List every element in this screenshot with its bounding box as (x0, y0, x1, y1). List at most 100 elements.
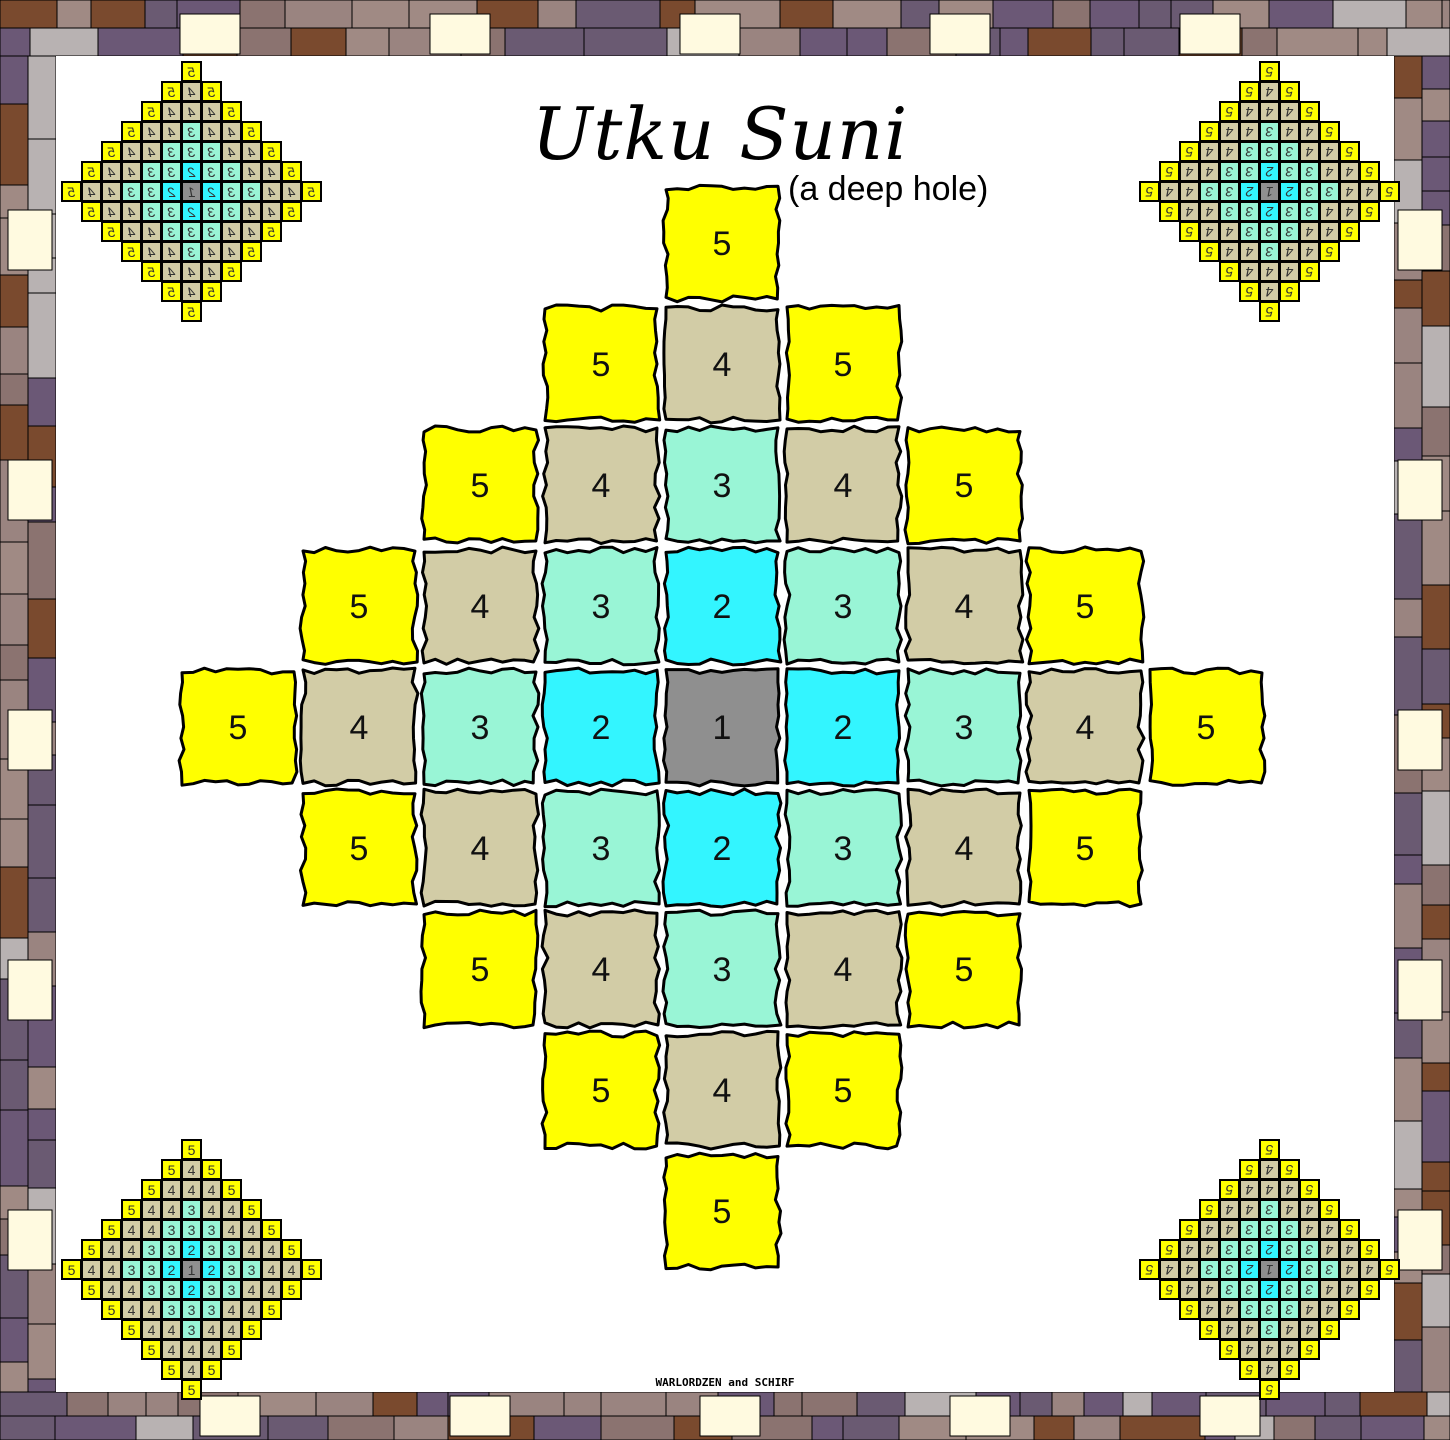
pit-tile-level-5[interactable]: 5 (542, 1031, 660, 1149)
pit-tile-level-3[interactable]: 3 (663, 910, 781, 1028)
pit-tile-level-4[interactable]: 4 (421, 789, 538, 906)
border-brick (1394, 308, 1422, 363)
mini-cell-label: 4 (1225, 124, 1233, 140)
pit-tile-level-5[interactable]: 5 (1028, 789, 1142, 907)
mini-cell-label: 4 (147, 244, 155, 260)
border-brick (146, 1392, 178, 1416)
mini-cell-label: 4 (1345, 204, 1353, 220)
mini-cell-level-3: 3 (1260, 1220, 1279, 1239)
pit-tile-level-5[interactable]: 5 (664, 1153, 781, 1270)
mini-cell-level-4: 4 (142, 222, 161, 241)
mini-cell-label: 5 (187, 64, 195, 80)
mini-cell-label: 4 (1205, 164, 1213, 180)
mini-cell-level-3: 3 (1240, 142, 1259, 161)
pit-tile-level-3[interactable]: 3 (905, 669, 1021, 786)
border-brick (0, 275, 28, 327)
pit-tile-level-5[interactable]: 5 (663, 185, 780, 302)
pit-tile-level-3[interactable]: 3 (664, 426, 780, 543)
border-brick (1333, 0, 1406, 28)
pit-tile-level-4[interactable]: 4 (906, 789, 1022, 907)
pit-tile-level-3[interactable]: 3 (542, 789, 659, 906)
pit-tile-level-5[interactable]: 5 (421, 910, 538, 1027)
pit-tile-level-3[interactable]: 3 (784, 548, 901, 664)
mini-cell-level-5: 5 (1200, 1200, 1219, 1219)
pit-tile-level-4[interactable]: 4 (543, 426, 660, 544)
pit-tile-level-5[interactable]: 5 (786, 1032, 902, 1149)
border-brick (1090, 0, 1139, 28)
pit-tile-level-5[interactable]: 5 (786, 305, 901, 422)
mini-cell-level-5: 5 (1340, 1220, 1359, 1239)
mini-cell-level-4: 4 (182, 102, 201, 121)
mini-cell-level-5: 5 (122, 1200, 141, 1219)
border-brick (30, 28, 98, 56)
pit-tile-level-4[interactable]: 4 (905, 547, 1023, 663)
pit-tile-level-5[interactable]: 5 (300, 547, 418, 664)
mini-cell-label: 5 (287, 164, 295, 180)
mini-cell-label: 4 (207, 244, 215, 260)
pit-tile-level-4[interactable]: 4 (664, 305, 780, 423)
border-brick (0, 405, 28, 460)
mini-cell-level-4: 4 (122, 142, 141, 161)
mini-cell-level-2: 2 (1260, 1280, 1279, 1299)
border-brick (1123, 1392, 1152, 1416)
mini-cell-label: 3 (187, 124, 195, 140)
mini-cell-label: 3 (1245, 144, 1253, 160)
mini-cell-level-2: 2 (182, 1280, 201, 1299)
border-notch (1398, 210, 1442, 270)
mini-cell-label: 4 (167, 124, 175, 140)
mini-cell-level-4: 4 (202, 102, 221, 121)
mini-cell-level-5: 5 (1280, 282, 1299, 301)
mini-cell-label: 4 (1285, 1322, 1293, 1338)
mini-cell-level-5: 5 (1280, 1160, 1299, 1179)
border-brick (28, 1324, 56, 1379)
mini-cell-label: 3 (208, 1222, 216, 1238)
pit-tile-level-1[interactable]: 1 (664, 669, 780, 786)
pit-tile-level-5[interactable]: 5 (301, 789, 417, 906)
pit-tile-level-4[interactable]: 4 (785, 910, 902, 1028)
pit-tile-level-4[interactable]: 4 (1026, 669, 1144, 784)
mini-cell-label: 5 (1185, 1222, 1193, 1238)
pit-tile-level-4[interactable]: 4 (542, 910, 659, 1028)
border-brick (0, 327, 28, 374)
pit-tile-level-4[interactable]: 4 (664, 1031, 781, 1149)
tile-depth-label: 4 (834, 467, 853, 505)
border-brick (1394, 637, 1422, 715)
mini-cell-level-5: 5 (1220, 1180, 1239, 1199)
border-brick (0, 645, 28, 680)
pit-tile-level-2[interactable]: 2 (663, 789, 781, 907)
mini-cell-label: 5 (227, 104, 235, 120)
mini-cell-level-4: 4 (1160, 1260, 1179, 1279)
mini-cell-label: 4 (248, 1222, 256, 1238)
mini-cell-label: 4 (227, 144, 235, 160)
pit-tile-level-4[interactable]: 4 (422, 547, 539, 664)
mini-cell-level-5: 5 (1240, 1160, 1259, 1179)
pit-tile-level-5[interactable]: 5 (1150, 668, 1265, 785)
mini-cell-level-4: 4 (162, 102, 181, 121)
mini-cell-level-4: 4 (122, 162, 141, 181)
mini-cell-label: 5 (1305, 104, 1313, 120)
mini-cell-label: 4 (1225, 224, 1233, 240)
pit-tile-level-5[interactable]: 5 (543, 305, 660, 422)
mini-cell-level-4: 4 (222, 1220, 241, 1239)
mini-cell-level-4: 4 (1360, 1260, 1379, 1279)
pit-tile-level-4[interactable]: 4 (784, 426, 902, 542)
pit-tile-level-2[interactable]: 2 (785, 669, 900, 786)
pit-tile-level-5[interactable]: 5 (1026, 547, 1144, 664)
border-brick (57, 0, 91, 28)
mini-cell-label: 4 (107, 184, 115, 200)
pit-tile-level-4[interactable]: 4 (300, 668, 418, 786)
pit-tile-level-5[interactable]: 5 (905, 912, 1021, 1028)
pit-tile-level-5[interactable]: 5 (179, 668, 297, 785)
pit-tile-level-5[interactable]: 5 (905, 427, 1023, 544)
border-brick (145, 0, 177, 28)
pit-tile-level-2[interactable]: 2 (542, 668, 659, 786)
pit-tile-level-3[interactable]: 3 (542, 547, 659, 665)
mini-cell-label: 4 (127, 144, 135, 160)
border-brick (1274, 1416, 1315, 1440)
pit-tile-level-2[interactable]: 2 (664, 547, 780, 665)
pit-tile-level-3[interactable]: 3 (785, 790, 901, 907)
mini-cell-label: 3 (1245, 1222, 1253, 1238)
mini-cell-label: 3 (1265, 244, 1273, 260)
pit-tile-level-3[interactable]: 3 (421, 668, 538, 785)
pit-tile-level-5[interactable]: 5 (422, 426, 539, 543)
